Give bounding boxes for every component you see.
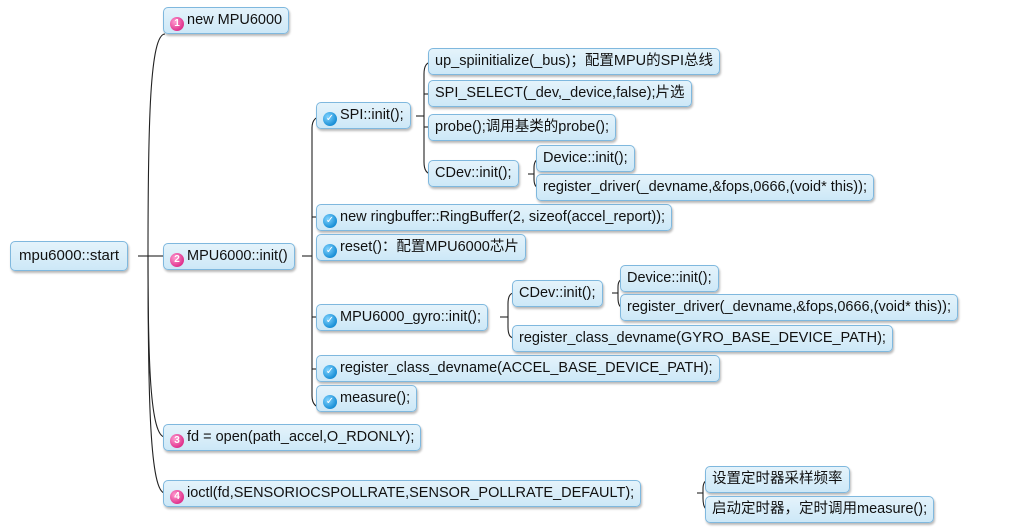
node-label: SPI_SELECT(_dev,_device,false);片选 [435,85,685,101]
check-icon: ✓ [323,395,337,409]
node-label: new ringbuffer::RingBuffer(2, sizeof(acc… [340,209,666,225]
node-spi-device-init: Device::init(); [536,145,635,172]
node-label: reset()：配置MPU6000芯片 [340,239,519,255]
node-spi-register-driver: register_driver(_devname,&fops,0666,(voi… [536,174,874,201]
node-gyro-device-init: Device::init(); [620,265,719,292]
node-label: measure(); [340,390,411,406]
node-label: probe();调用基类的probe(); [435,119,610,135]
branch-label: new MPU6000 [187,12,283,28]
node-label: CDev::init(); [435,165,512,181]
check-icon: ✓ [323,244,337,258]
node-spi-select: SPI_SELECT(_dev,_device,false);片选 [428,80,692,107]
node-label: SPI::init(); [340,107,404,123]
root-node: mpu6000::start [10,241,129,271]
node-gyro-cdev-init: CDev::init(); [512,280,603,307]
node-label: register_driver(_devname,&fops,0666,(voi… [627,299,951,315]
node-label: Device::init(); [627,270,712,286]
node-start-timer: 启动定时器，定时调用measure(); [705,496,935,523]
node-set-timer: 设置定时器采样频率 [705,466,850,493]
node-label: 启动定时器，定时调用measure(); [712,501,928,517]
number-badge-icon: 4 [170,490,184,504]
node-up-spiinitialize: up_spiinitialize(_bus)；配置MPU的SPI总线 [428,48,720,75]
check-icon: ✓ [323,314,337,328]
number-badge-icon: 3 [170,434,184,448]
node-label: Device::init(); [543,150,628,166]
node-ringbuffer: ✓new ringbuffer::RingBuffer(2, sizeof(ac… [316,204,673,231]
node-register-accel: ✓register_class_devname(ACCEL_BASE_DEVIC… [316,355,720,382]
number-badge-icon: 1 [170,17,184,31]
node-register-gyro: register_class_devname(GYRO_BASE_DEVICE_… [512,325,893,352]
node-spi-cdev-init: CDev::init(); [428,160,519,187]
node-label: 设置定时器采样频率 [712,471,843,487]
check-icon: ✓ [323,365,337,379]
check-icon: ✓ [323,112,337,126]
node-spi-init: ✓SPI::init(); [316,102,411,129]
node-label: register_class_devname(ACCEL_BASE_DEVICE… [340,360,713,376]
node-gyro-register-driver: register_driver(_devname,&fops,0666,(voi… [620,294,958,321]
branch-label: fd = open(path_accel,O_RDONLY); [187,429,415,445]
node-label: CDev::init(); [519,285,596,301]
check-icon: ✓ [323,214,337,228]
node-label: register_class_devname(GYRO_BASE_DEVICE_… [519,330,886,346]
node-label: up_spiinitialize(_bus)；配置MPU的SPI总线 [435,53,713,69]
number-badge-icon: 2 [170,253,184,267]
root-label: mpu6000::start [19,247,120,264]
node-reset: ✓reset()：配置MPU6000芯片 [316,234,526,261]
node-gyro-init: ✓MPU6000_gyro::init(); [316,304,489,331]
node-probe: probe();调用基类的probe(); [428,114,617,141]
branch-label: ioctl(fd,SENSORIOCSPOLLRATE,SENSOR_POLLR… [187,485,635,501]
node-label: register_driver(_devname,&fops,0666,(voi… [543,179,867,195]
node-label: MPU6000_gyro::init(); [340,309,482,325]
branch-label: MPU6000::init() [187,248,288,264]
node-measure: ✓measure(); [316,385,418,412]
